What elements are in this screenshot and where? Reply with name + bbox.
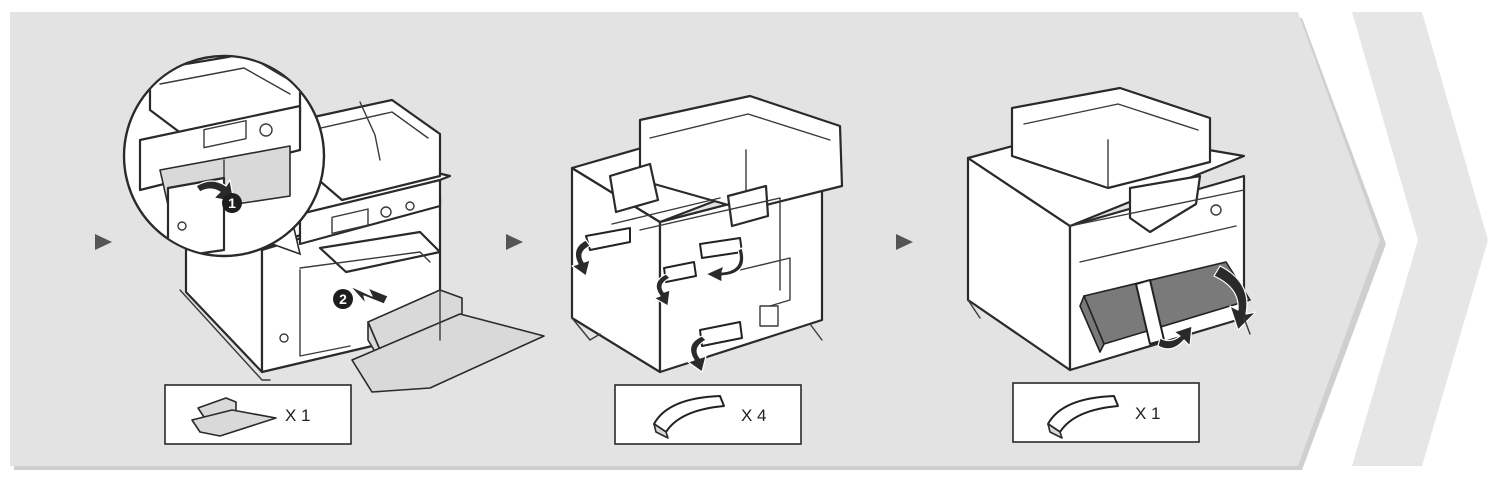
step-1-magnified-inset xyxy=(122,54,326,258)
tape-strip-icon xyxy=(1047,395,1119,439)
step-3-part-box: X 1 xyxy=(1012,382,1200,443)
play-triangle-icon xyxy=(506,234,523,250)
step-1-part-box: X 1 xyxy=(164,384,352,445)
next-chevron-icon xyxy=(1352,12,1488,466)
tape-strip-icon xyxy=(653,395,725,439)
callout-badge-1: 1 xyxy=(222,193,242,213)
callout-badge-2: 2 xyxy=(333,289,353,309)
quantity-label: X 1 xyxy=(285,406,311,425)
play-triangle-icon xyxy=(95,234,112,250)
step-2-part-box: X 4 xyxy=(614,384,802,445)
quantity-label: X 1 xyxy=(1135,404,1161,423)
step-3-printer-illustration xyxy=(966,86,1257,372)
play-triangle-icon xyxy=(896,234,913,250)
quantity-label: X 4 xyxy=(741,406,767,425)
styrofoam-tray-icon xyxy=(191,397,277,437)
svg-text:2: 2 xyxy=(339,291,347,307)
svg-text:1: 1 xyxy=(228,195,236,211)
step-2-printer-rear-illustration xyxy=(570,94,844,374)
